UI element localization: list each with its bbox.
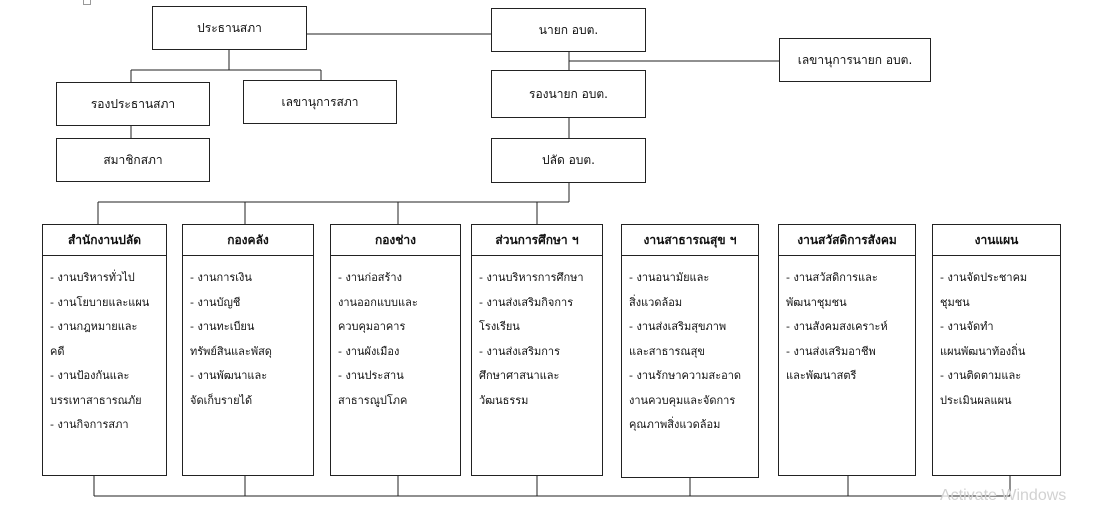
task-line: - งานบริหารทั่วไป [50, 271, 135, 284]
department-task-list: - งานบริหารทั่วไป - งานโยบายและแผน - งาน… [43, 256, 166, 438]
task-line: สิ่งแวดล้อม [629, 295, 683, 309]
department-box-education: ส่วนการศึกษา ฯ - งานบริหารการศึกษา - งาน… [471, 224, 603, 476]
task-line: - งานจัดประชาคม [940, 271, 1028, 284]
task-line: - งานโยบายและแผน [50, 295, 150, 309]
task-line: พัฒนาชุมชน [786, 295, 847, 309]
task-line: งานออกแบบและ [338, 295, 418, 309]
task-line: - งานส่งเสริมอาชีพ [786, 344, 876, 358]
department-title: กองช่าง [331, 225, 460, 256]
task-line: ประเมินผลแผน [940, 393, 1012, 407]
task-line: ชุมชน [940, 295, 970, 309]
council-member-label: สมาชิกสภา [103, 152, 163, 167]
deputy-mayor-box: รองนายก อบต. [491, 70, 646, 118]
task-line: - งานติดตามและ [940, 369, 1022, 382]
task-line: - งานก่อสร้าง [338, 271, 402, 284]
task-line: - งานส่งเสริมสุขภาพ [629, 320, 727, 333]
council-secretary-label: เลขานุการสภา [281, 94, 359, 109]
chief-administrator-label: ปลัด อบต. [541, 153, 595, 167]
council-president-label: ประธานสภา [197, 20, 262, 35]
department-title: ส่วนการศึกษา ฯ [472, 225, 602, 256]
mayor-label: นายก อบต. [538, 22, 599, 37]
task-line: งานควบคุมและจัดการ [629, 393, 736, 407]
task-line: - งานจัดทำ [940, 320, 994, 333]
department-title: งานสาธารณสุข ฯ [622, 225, 758, 256]
department-task-list: - งานการเงิน - งานบัญชี - งานทะเบียน ทรั… [183, 256, 313, 413]
mayor-box: นายก อบต. [491, 8, 646, 52]
task-line: ควบคุมอาคาร [338, 320, 406, 333]
task-line: - งานรักษาความสะอาด [629, 369, 742, 382]
task-line: - งานกิจการสภา [50, 418, 129, 431]
task-line: - งานทะเบียน [190, 320, 255, 333]
task-line: - งานส่งเสริมกิจการ [479, 295, 574, 309]
task-line: - งานสวัสดิการและ [786, 271, 878, 284]
task-line: - งานประสาน [338, 369, 404, 382]
task-line: และสาธารณสุข [629, 344, 705, 358]
department-task-list: - งานสวัสดิการและ พัฒนาชุมชน - งานสังคมส… [779, 256, 915, 389]
task-line: - งานบัญชี [190, 295, 241, 309]
deputy-mayor-label: รองนายก อบต. [529, 86, 608, 101]
department-title: งานแผน [933, 225, 1060, 256]
task-line: จัดเก็บรายได้ [190, 393, 253, 407]
mayor-secretary-box: เลขานุการนายก อบต. [779, 38, 931, 82]
council-member-box: สมาชิกสภา [56, 138, 210, 182]
task-line: - งานกฎหมายและ [50, 320, 138, 333]
corner-artifact [83, 0, 91, 5]
task-line: สาธารณูปโภค [338, 393, 408, 407]
department-box-social-welfare: งานสวัสดิการสังคม - งานสวัสดิการและ พัฒน… [778, 224, 916, 476]
task-line: - งานบริหารการศึกษา [479, 271, 584, 284]
vice-council-president-label: รองประธานสภา [90, 96, 176, 111]
department-task-list: - งานอนามัยและ สิ่งแวดล้อม - งานส่งเสริม… [622, 256, 758, 438]
department-box-public-health: งานสาธารณสุข ฯ - งานอนามัยและ สิ่งแวดล้อ… [621, 224, 759, 478]
task-line: - งานอนามัยและ [629, 271, 710, 284]
department-title: กองคลัง [183, 225, 313, 256]
task-line: - งานการเงิน [190, 271, 252, 284]
department-task-list: - งานก่อสร้าง งานออกแบบและ ควบคุมอาคาร -… [331, 256, 460, 413]
vice-council-president-box: รองประธานสภา [56, 82, 210, 126]
task-line: วัฒนธรรม [479, 393, 529, 407]
council-secretary-box: เลขานุการสภา [243, 80, 397, 124]
department-title: งานสวัสดิการสังคม [779, 225, 915, 256]
task-line: - งานพัฒนาและ [190, 369, 268, 382]
task-line: แผนพัฒนาท้องถิ่น [940, 344, 1026, 358]
task-line: ศึกษาศาสนาและ [479, 369, 560, 382]
department-box-engineering: กองช่าง - งานก่อสร้าง งานออกแบบและ ควบคุ… [330, 224, 461, 476]
department-box-planning: งานแผน - งานจัดประชาคม ชุมชน - งานจัดทำ … [932, 224, 1061, 476]
task-line: - งานป้องกันและ [50, 369, 130, 382]
task-line: บรรเทาสาธารณภัย [50, 393, 142, 407]
task-line: คดี [50, 344, 65, 358]
department-box-office-of-chief: สำนักงานปลัด - งานบริหารทั่วไป - งานโยบา… [42, 224, 167, 476]
department-task-list: - งานบริหารการศึกษา - งานส่งเสริมกิจการ … [472, 256, 602, 413]
activation-watermark: Activate Windows [940, 487, 1067, 504]
chief-administrator-box: ปลัด อบต. [491, 138, 646, 183]
department-title: สำนักงานปลัด [43, 225, 166, 256]
task-line: - งานสังคมสงเคราะห์ [786, 320, 888, 333]
council-president-box: ประธานสภา [152, 6, 307, 50]
task-line: - งานผังเมือง [338, 344, 400, 358]
task-line: และพัฒนาสตรี [786, 369, 857, 382]
task-line: โรงเรียน [479, 320, 520, 333]
task-line: - งานส่งเสริมการ [479, 344, 560, 358]
mayor-secretary-label: เลขานุการนายก อบต. [797, 52, 913, 67]
task-line: ทรัพย์สินและพัสดุ [190, 344, 272, 358]
department-box-finance: กองคลัง - งานการเงิน - งานบัญชี - งานทะเ… [182, 224, 314, 476]
department-task-list: - งานจัดประชาคม ชุมชน - งานจัดทำ แผนพัฒน… [933, 256, 1060, 413]
task-line: คุณภาพสิ่งแวดล้อม [629, 418, 721, 431]
